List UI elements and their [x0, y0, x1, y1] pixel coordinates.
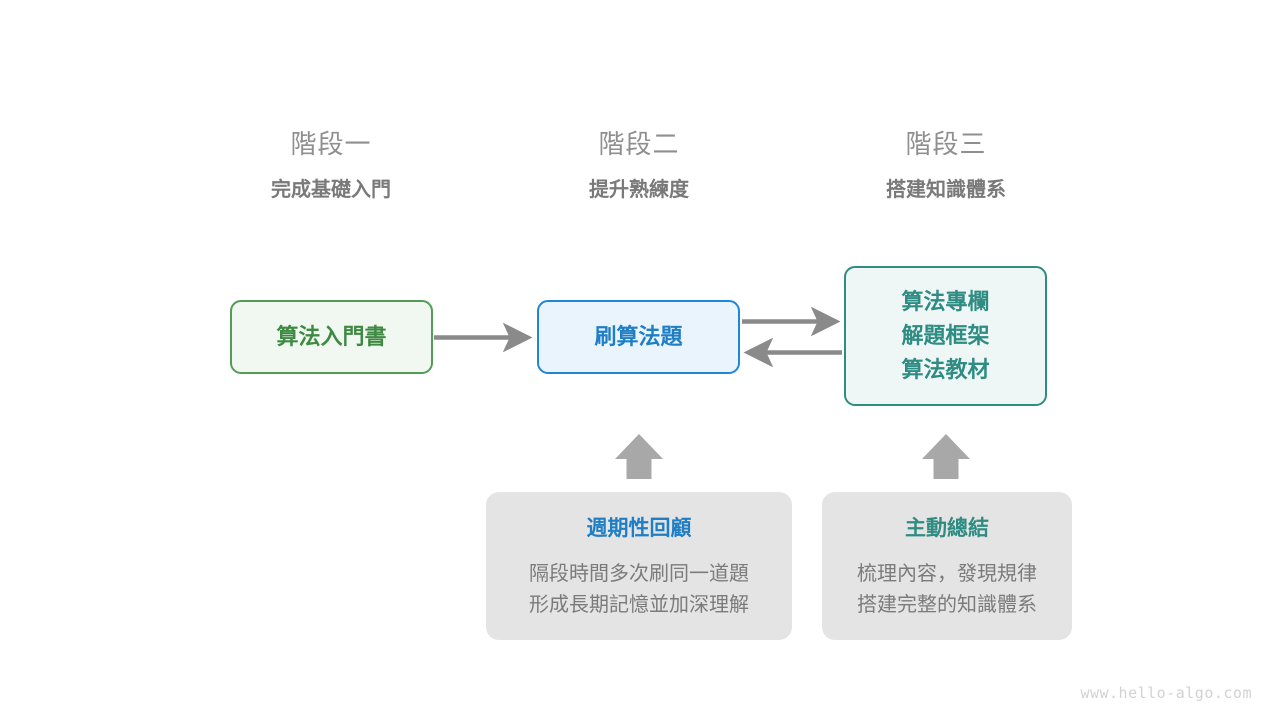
block-arrow-summary-to-resources [922, 434, 970, 479]
tip-body-line: 形成長期記憶並加深理解 [529, 594, 749, 616]
node-label: 算法入門書 [276, 324, 387, 349]
node-algorithm-intro-book[interactable]: 算法入門書 [230, 300, 433, 374]
stage-header-3: 階段三 搭建知識體系 [816, 128, 1076, 204]
node-learning-resources[interactable]: 算法專欄 解題框架 算法教材 [844, 266, 1047, 406]
stage-subtitle-3: 搭建知識體系 [886, 179, 1006, 201]
stage-title-3: 階段三 [905, 129, 987, 159]
site-watermark: www.hello-algo.com [1080, 684, 1252, 702]
node-label: 算法專欄 [901, 289, 990, 314]
tip-body: 隔段時間多次刷同一道題 形成長期記憶並加深理解 [486, 559, 792, 621]
tip-title: 主動總結 [905, 517, 989, 540]
stage-header-2: 階段二 提升熟練度 [509, 128, 769, 204]
stage-subtitle-2: 提升熟練度 [589, 179, 689, 201]
tip-card-active-summary[interactable]: 主動總結 梳理內容，發現規律 搭建完整的知識體系 [822, 492, 1072, 640]
tip-body-line: 搭建完整的知識體系 [857, 594, 1037, 616]
node-practice-problems[interactable]: 刷算法題 [537, 300, 740, 374]
tip-body: 梳理內容，發現規律 搭建完整的知識體系 [822, 559, 1072, 621]
stage-subtitle-1: 完成基礎入門 [271, 179, 391, 201]
node-label: 解題框架 [901, 323, 990, 348]
tip-body-line: 梳理內容，發現規律 [857, 563, 1037, 585]
stage-title-2: 階段二 [598, 129, 680, 159]
tip-card-periodic-review[interactable]: 週期性回顧 隔段時間多次刷同一道題 形成長期記憶並加深理解 [486, 492, 792, 640]
block-arrow-review-to-practice [615, 434, 663, 479]
node-label: 刷算法題 [594, 324, 683, 349]
node-label: 算法教材 [901, 357, 990, 382]
stage-header-1: 階段一 完成基礎入門 [201, 128, 461, 204]
stage-title-1: 階段一 [290, 129, 372, 159]
tip-title: 週期性回顧 [586, 517, 692, 540]
tip-body-line: 隔段時間多次刷同一道題 [529, 563, 749, 585]
